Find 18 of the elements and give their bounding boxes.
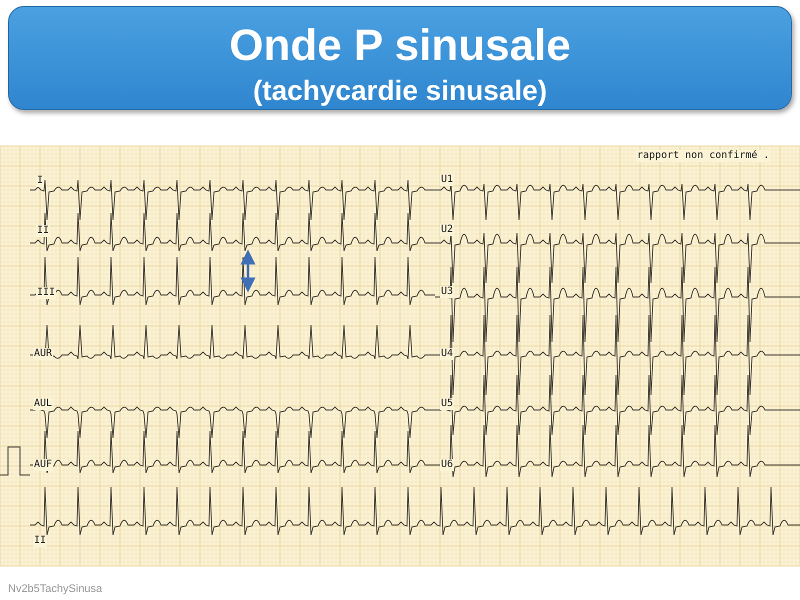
lead-label: AUF xyxy=(33,459,54,471)
lead-label: U2 xyxy=(440,224,454,236)
lead-label: U3 xyxy=(440,286,454,298)
title-banner xyxy=(8,6,792,110)
lead-label: II xyxy=(33,535,48,547)
lead-label: I xyxy=(36,175,44,187)
lead-label: AUR xyxy=(33,348,54,360)
file-name: Nv2b5TachySinusa xyxy=(8,583,102,595)
banner-subtitle: (tachycardie sinusale) xyxy=(252,75,548,107)
lead-label: U5 xyxy=(440,398,454,410)
lead-label: III xyxy=(36,287,56,299)
lead-label: U6 xyxy=(440,459,454,471)
banner-heading: Onde P sinusale xyxy=(228,21,572,71)
lead-label: U4 xyxy=(440,348,454,360)
report-note: rapport non confirmé . xyxy=(636,150,770,162)
lead-label: U1 xyxy=(440,174,454,186)
lead-label: II xyxy=(36,225,50,237)
lead-label: AUL xyxy=(33,398,54,410)
